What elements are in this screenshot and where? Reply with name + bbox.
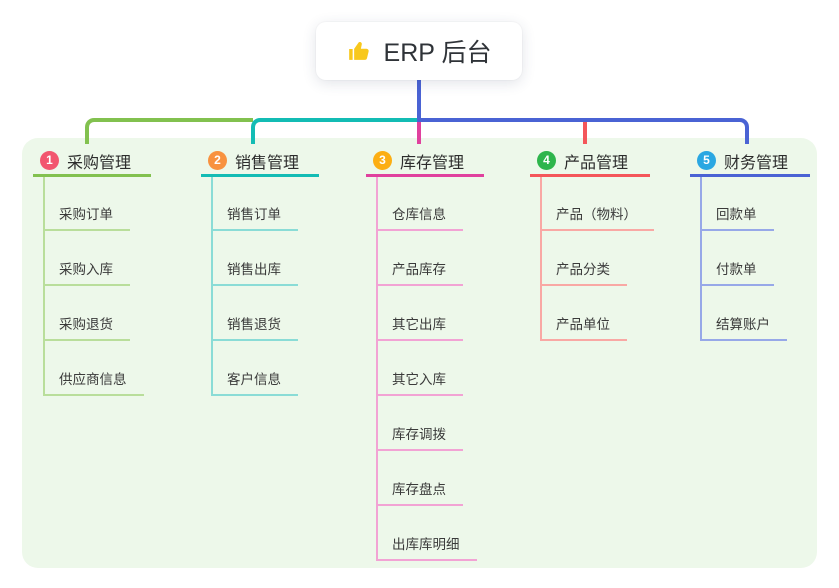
branch-3-number-badge: 3: [373, 151, 392, 170]
branch-5-child-2[interactable]: 付款单: [702, 258, 774, 286]
branch-2-child-1[interactable]: 销售订单: [213, 203, 298, 231]
child-node-row: 采购退货: [45, 286, 144, 341]
branch-5-children: 回款单付款单结算账户: [700, 176, 787, 341]
branch-title-label: 财务管理: [724, 154, 789, 172]
child-node-row: 付款单: [702, 231, 787, 286]
child-node-row: 销售出库: [213, 231, 298, 286]
branch-3-child-7[interactable]: 出库库明细: [378, 533, 477, 561]
branch-3-child-3[interactable]: 其它出库: [378, 313, 463, 341]
child-node-row: 仓库信息: [378, 176, 477, 231]
child-node-row: 其它入库: [378, 341, 477, 396]
branch-4-child-2[interactable]: 产品分类: [542, 258, 627, 286]
mindmap-panel: [22, 138, 817, 568]
branch-5-number-badge: 5: [697, 151, 716, 170]
root-connector-line: [417, 79, 421, 122]
branch-2-number-badge: 2: [208, 151, 227, 170]
branch-3-child-1[interactable]: 仓库信息: [378, 203, 463, 231]
branch-1-child-4[interactable]: 供应商信息: [45, 368, 144, 396]
branch-3-connector: [417, 122, 421, 144]
child-node-row: 产品分类: [542, 231, 654, 286]
child-node-row: 采购入库: [45, 231, 144, 286]
branch-3-title[interactable]: 3 库存管理: [366, 147, 484, 177]
branch-1-children: 采购订单采购入库采购退货供应商信息: [43, 176, 144, 396]
child-node-row: 采购订单: [45, 176, 144, 231]
child-node-row: 其它出库: [378, 286, 477, 341]
child-node-row: 出库库明细: [378, 506, 477, 561]
branch-3-child-2[interactable]: 产品库存: [378, 258, 463, 286]
branch-2-children: 销售订单销售出库销售退货客户信息: [211, 176, 298, 396]
child-node-row: 销售退货: [213, 286, 298, 341]
child-node-row: 产品单位: [542, 286, 654, 341]
branch-2-child-3[interactable]: 销售退货: [213, 313, 298, 341]
branch-5-title[interactable]: 5 财务管理: [690, 147, 810, 177]
child-node-row: 销售订单: [213, 176, 298, 231]
child-node-row: 回款单: [702, 176, 787, 231]
branch-3-child-6[interactable]: 库存盘点: [378, 478, 463, 506]
branch-4-number-badge: 4: [537, 151, 556, 170]
branch-4-connector: [583, 122, 587, 144]
branch-4-children: 产品（物料） 产品分类产品单位: [540, 176, 654, 341]
branch-title-label: 采购管理: [67, 154, 132, 172]
branch-1-number-badge: 1: [40, 151, 59, 170]
branch-4-child-3[interactable]: 产品单位: [542, 313, 627, 341]
branch-title-label: 产品管理: [564, 154, 629, 172]
branch-5-connector: [419, 118, 749, 144]
child-node-row: 客户信息: [213, 341, 298, 396]
root-node[interactable]: ERP 后台: [316, 22, 522, 80]
branch-1-child-3[interactable]: 采购退货: [45, 313, 130, 341]
branch-1-title[interactable]: 1 采购管理: [33, 147, 151, 177]
branch-1-connector: [85, 118, 253, 144]
branch-title-label: 销售管理: [235, 154, 300, 172]
branch-2-title[interactable]: 2 销售管理: [201, 147, 319, 177]
child-node-row: 库存盘点: [378, 451, 477, 506]
child-node-row: 结算账户: [702, 286, 787, 341]
branch-4-title[interactable]: 4 产品管理: [530, 147, 650, 177]
branch-3-child-5[interactable]: 库存调拨: [378, 423, 463, 451]
branch-3-children: 仓库信息产品库存其它出库其它入库库存调拨库存盘点出库库明细: [376, 176, 477, 561]
branch-3-child-4[interactable]: 其它入库: [378, 368, 463, 396]
branch-title-label: 库存管理: [400, 154, 465, 172]
root-node-label: ERP 后台: [383, 39, 492, 67]
branch-2-child-2[interactable]: 销售出库: [213, 258, 298, 286]
child-node-row: 产品（物料）: [542, 176, 654, 231]
branch-5-child-1[interactable]: 回款单: [702, 203, 774, 231]
branch-1-child-1[interactable]: 采购订单: [45, 203, 130, 231]
child-node-row: 库存调拨: [378, 396, 477, 451]
child-node-row: 产品库存: [378, 231, 477, 286]
branch-2-child-4[interactable]: 客户信息: [213, 368, 298, 396]
branch-1-child-2[interactable]: 采购入库: [45, 258, 130, 286]
child-node-row: 供应商信息: [45, 341, 144, 396]
branch-2-connector: [251, 118, 419, 144]
branch-5-child-3[interactable]: 结算账户: [702, 313, 787, 341]
branch-4-child-1[interactable]: 产品（物料）: [542, 203, 654, 231]
thumbs-up-icon: [347, 38, 373, 64]
